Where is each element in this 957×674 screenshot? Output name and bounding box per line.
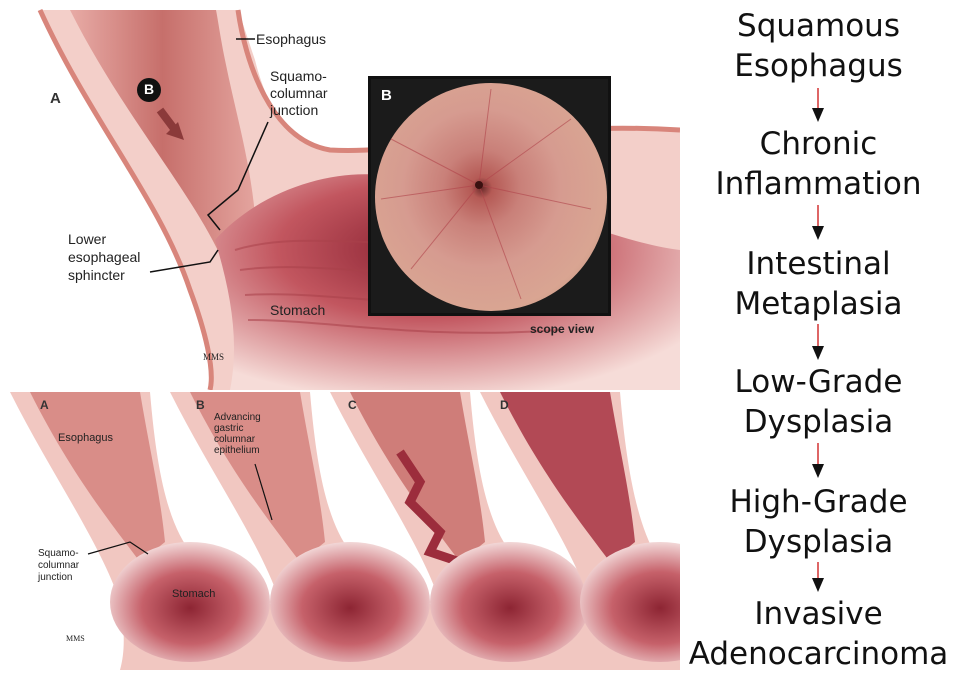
stage-letter-b: B — [196, 398, 205, 412]
advancing-line4: epithelium — [214, 445, 261, 456]
bottom-label-advancing-epithelium: Advancing gastric columnar epithelium — [214, 412, 261, 456]
label-lower-line3: sphincter — [68, 266, 140, 284]
label-lower-line1: Lower — [68, 230, 140, 248]
label-squamo-line3: junction — [270, 102, 328, 119]
scope-view-caption: scope view — [530, 322, 594, 336]
label-esophagus: Esophagus — [256, 31, 326, 47]
label-stomach: Stomach — [270, 302, 325, 318]
arrow-2 — [812, 205, 824, 240]
advancing-line2: gastric — [214, 423, 261, 434]
advancing-line3: columnar — [214, 434, 261, 445]
arrow-4 — [812, 443, 824, 478]
panel-letter-a: A — [50, 90, 61, 107]
bottom-progression-illustration: A B C D Esophagus Advancing gastric colu… — [0, 392, 680, 670]
bottom-squamo-line1: Squamo- — [38, 548, 79, 560]
progression-arrows — [680, 0, 957, 670]
bottom-label-squamocolumnar-junction: Squamo- columnar junction — [38, 548, 79, 584]
progression-flowchart: Squamous Esophagus Chronic Inflammation … — [680, 0, 957, 670]
label-squamo-line1: Squamo- — [270, 68, 328, 85]
scope-view-image: B — [368, 76, 611, 316]
scope-letter-b: B — [381, 87, 392, 104]
bottom-label-stomach: Stomach — [172, 588, 215, 600]
bottom-label-esophagus: Esophagus — [58, 432, 113, 444]
scope-vessels — [371, 79, 608, 313]
label-squamo-line2: columnar — [270, 85, 328, 102]
label-squamocolumnar-junction: Squamo- columnar junction — [270, 68, 328, 119]
arrow-5 — [812, 562, 824, 592]
stage-letter-c: C — [348, 398, 357, 412]
stage-letter-a: A — [40, 398, 49, 412]
advancing-line1: Advancing — [214, 412, 261, 423]
label-lower-esophageal-sphincter: Lower esophageal sphincter — [68, 230, 140, 284]
stage-letter-d: D — [500, 398, 509, 412]
artist-signature: MMS — [203, 352, 224, 362]
label-lower-line2: esophageal — [68, 248, 140, 266]
bottom-artist-signature: MMS — [66, 634, 85, 643]
marker-b-label: B — [144, 81, 154, 97]
bottom-squamo-line2: columnar — [38, 560, 79, 572]
arrow-1 — [812, 88, 824, 122]
arrow-3 — [812, 324, 824, 360]
bottom-squamo-line3: junction — [38, 572, 79, 584]
top-anatomy-illustration: A B Esophagus Squamo- columnar junction … — [0, 0, 680, 390]
